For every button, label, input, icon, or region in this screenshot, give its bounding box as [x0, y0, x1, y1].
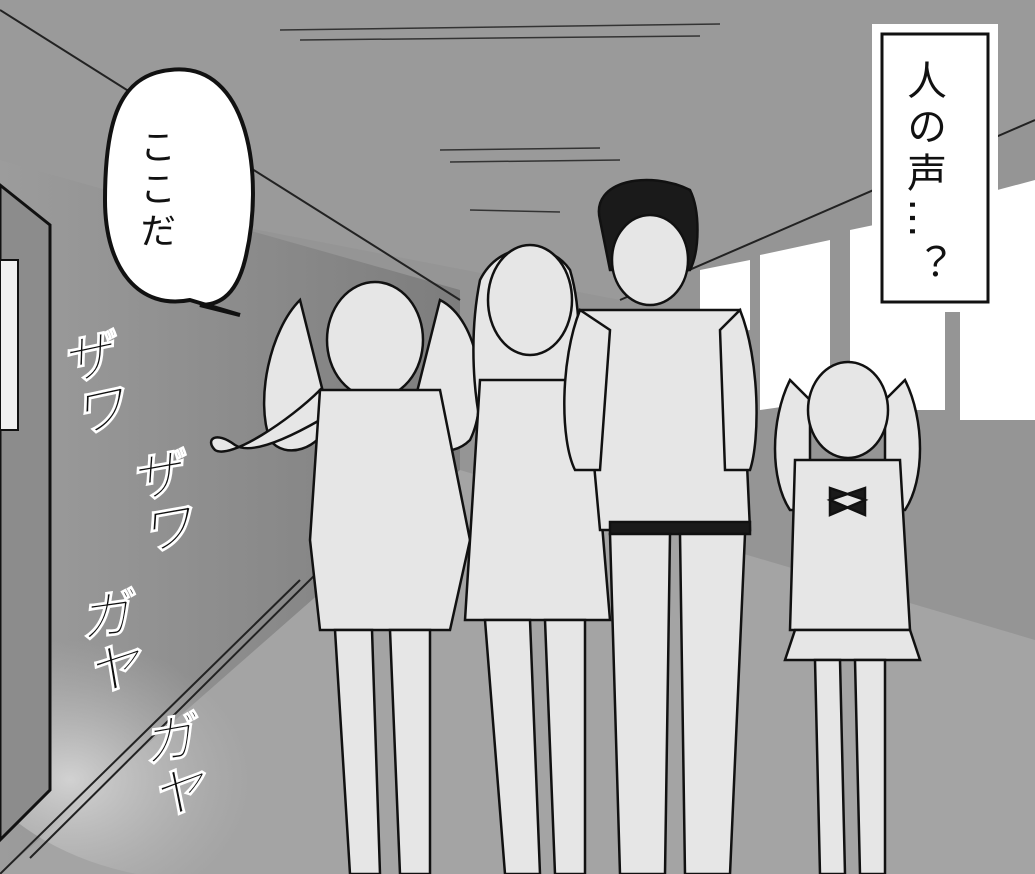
sound-effect-zawa-2: ザワ — [115, 443, 197, 561]
speed-lines — [279, 23, 721, 213]
door — [0, 183, 52, 843]
caption-box-text: 人の声…？ — [900, 60, 946, 290]
sound-effect-gaya-1: ガヤ — [64, 584, 143, 701]
figure-twin-tail-girl — [209, 280, 482, 874]
speech-bubble — [102, 67, 255, 317]
figure-dark-hair-man — [563, 178, 758, 874]
ceiling — [0, 0, 1035, 300]
sound-effect-gaya-2: ガヤ — [127, 707, 209, 825]
caption-box — [872, 24, 998, 312]
figure-small-girl — [773, 360, 922, 874]
speech-bubble-text: ここだ — [134, 128, 175, 254]
